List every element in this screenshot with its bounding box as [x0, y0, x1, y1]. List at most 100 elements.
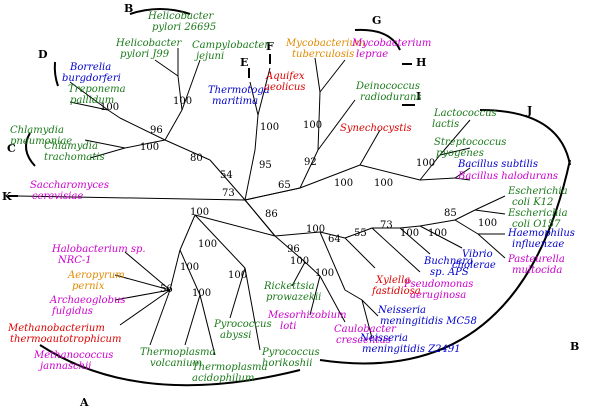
branch-campy: [181, 59, 201, 111]
branch-nm-z2491: [361, 299, 373, 339]
clade-label-h: H: [416, 56, 426, 69]
branch-deino: [317, 99, 356, 151]
clade-arc-a: [39, 344, 301, 387]
clade-label-e: E: [240, 56, 248, 69]
branch-beta: [319, 231, 346, 291]
bootstrap-value: 100: [303, 120, 322, 131]
branch-syn: [299, 164, 361, 189]
branch-firm: [359, 164, 421, 181]
clade-arc-g: [354, 28, 401, 51]
branch-ecoli-k12: [474, 195, 506, 211]
bootstrap-value: 100: [334, 178, 353, 189]
branch-64: [319, 231, 346, 239]
clade-label-g: G: [372, 14, 381, 27]
branch-alpha: [304, 261, 321, 277]
branch-ecoli-o157: [474, 209, 506, 215]
branch-96b: [274, 235, 306, 263]
branch-thermotoga: [249, 81, 259, 116]
clade-label-j: J: [526, 104, 532, 117]
branch-bac: [419, 177, 456, 181]
bootstrap-value: 100: [400, 228, 419, 239]
bootstrap-value: 100: [173, 96, 192, 107]
branch-arch-100: [179, 214, 196, 251]
branch-vibrio: [419, 225, 463, 249]
tree-branches: [17, 48, 506, 356]
bootstrap-value: 100: [228, 270, 247, 281]
bootstrap-value: 54: [220, 170, 233, 181]
clade-arc-j: [479, 109, 571, 166]
branch-chl-pn: [84, 139, 126, 149]
branch-chlamydia: [124, 139, 166, 149]
bootstrap-value: 73: [380, 220, 393, 231]
bootstrap-value: 100: [306, 224, 325, 235]
branch-92: [299, 149, 319, 189]
clade-label-c: C: [7, 142, 16, 155]
bootstrap-value: 65: [278, 180, 291, 191]
branch-aero: [114, 274, 171, 291]
branch-tp-a: [199, 294, 216, 356]
branch-chl-tr: [89, 147, 126, 159]
bootstrap-value: 80: [190, 153, 203, 164]
bootstrap-value: 100: [198, 239, 217, 250]
branch-pyro-hor: [244, 267, 261, 351]
branch-55: [344, 227, 373, 239]
branch-tm: [254, 114, 259, 151]
clade-label-b-top: B: [124, 2, 133, 15]
bootstrap-value: 100: [416, 158, 435, 169]
bootstrap-values: 100 100 96 100 80 54 95 100 100 92 73 65…: [100, 96, 497, 299]
branch-96: [119, 117, 166, 141]
branch-bac-sub: [454, 167, 471, 179]
clade-label-f: F: [266, 40, 274, 53]
bootstrap-value: 95: [259, 160, 272, 171]
clade-label-i: I: [416, 90, 421, 103]
branch-xylella: [344, 237, 376, 269]
bootstrap-value: 96: [150, 125, 163, 136]
bootstrap-value: 100: [192, 288, 211, 299]
clade-label-k: K: [2, 190, 12, 203]
branch-caulo: [319, 275, 346, 323]
bootstrap-value: 100: [260, 122, 279, 133]
branch-halo: [124, 251, 171, 291]
clade-arc-d: [53, 61, 59, 87]
bootstrap-value: 96: [287, 244, 300, 255]
clade-label-a: A: [79, 396, 89, 409]
branch-bac-hal: [454, 177, 471, 181]
clade-arc-b: [319, 159, 571, 365]
clade-markers: [8, 8, 571, 387]
branch-my-le: [319, 59, 346, 93]
branch-65: [244, 187, 301, 201]
branch-95: [244, 149, 256, 201]
branch-aquifex: [257, 67, 271, 116]
clade-label-d: D: [38, 48, 48, 61]
clade-arc-c: [25, 132, 36, 167]
branch-borrelia: [69, 81, 109, 111]
clade-arc-b-top: [129, 8, 191, 15]
branch-strep: [439, 147, 471, 156]
